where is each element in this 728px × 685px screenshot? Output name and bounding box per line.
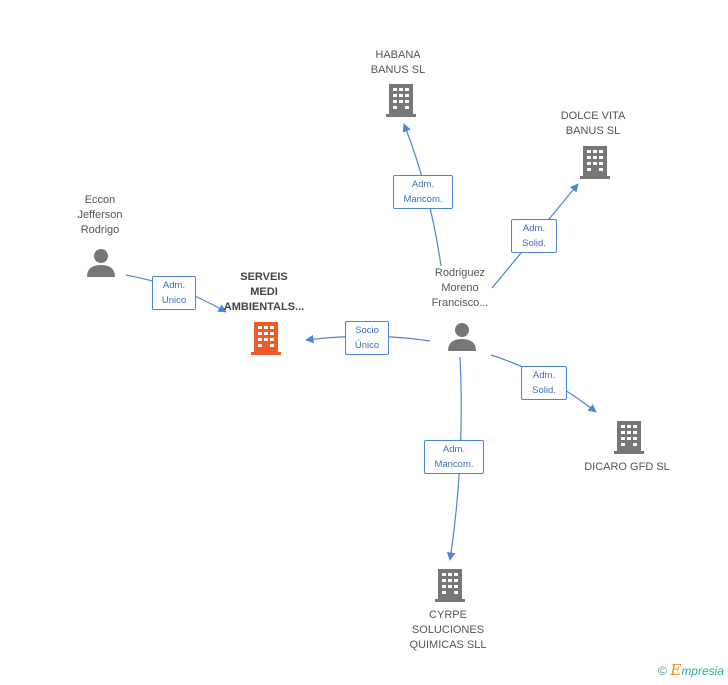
building-icon[interactable] — [614, 421, 644, 454]
edge-label-to-serveis: Socio Único — [345, 321, 389, 355]
copyright-icon: © — [658, 664, 668, 678]
node-label-dicaro[interactable]: DICARO GFD SL — [584, 461, 670, 473]
empresia-brand: mpresia — [681, 664, 724, 678]
empresia-watermark: © Empresia — [658, 661, 724, 679]
building-icon[interactable] — [386, 84, 416, 117]
node-label-habana[interactable]: HABANA BANUS SL — [370, 49, 426, 76]
person-icon[interactable] — [87, 249, 115, 277]
edge-label-to-cyrpe: Adm. Mancom. — [424, 440, 484, 474]
building-icon[interactable] — [435, 569, 465, 602]
building-icon[interactable] — [251, 322, 281, 355]
edge-label-to-dolce: Adm. Solid. — [511, 219, 557, 253]
node-label-rodriguez[interactable]: Rodriguez Moreno Francisco... — [431, 267, 489, 309]
person-icon[interactable] — [448, 323, 476, 351]
node-label-eccon[interactable]: Eccon Jefferson Rodrigo — [77, 194, 123, 236]
empresia-logo-e: E — [670, 661, 682, 679]
edge-label-to-dicaro: Adm. Solid. — [521, 366, 567, 400]
node-label-dolce-vita[interactable]: DOLCE VITA BANUS SL — [560, 110, 626, 137]
edge-label-to-habana: Adm. Mancom. — [393, 175, 453, 209]
node-label-serveis[interactable]: SERVEIS MEDI AMBIENTALS... — [223, 271, 305, 313]
edge-label-eccon-serveis: Adm. Unico — [152, 276, 196, 310]
building-icon[interactable] — [580, 146, 610, 179]
node-label-cyrpe[interactable]: CYRPE SOLUCIONES QUIMICAS SLL — [409, 609, 487, 651]
